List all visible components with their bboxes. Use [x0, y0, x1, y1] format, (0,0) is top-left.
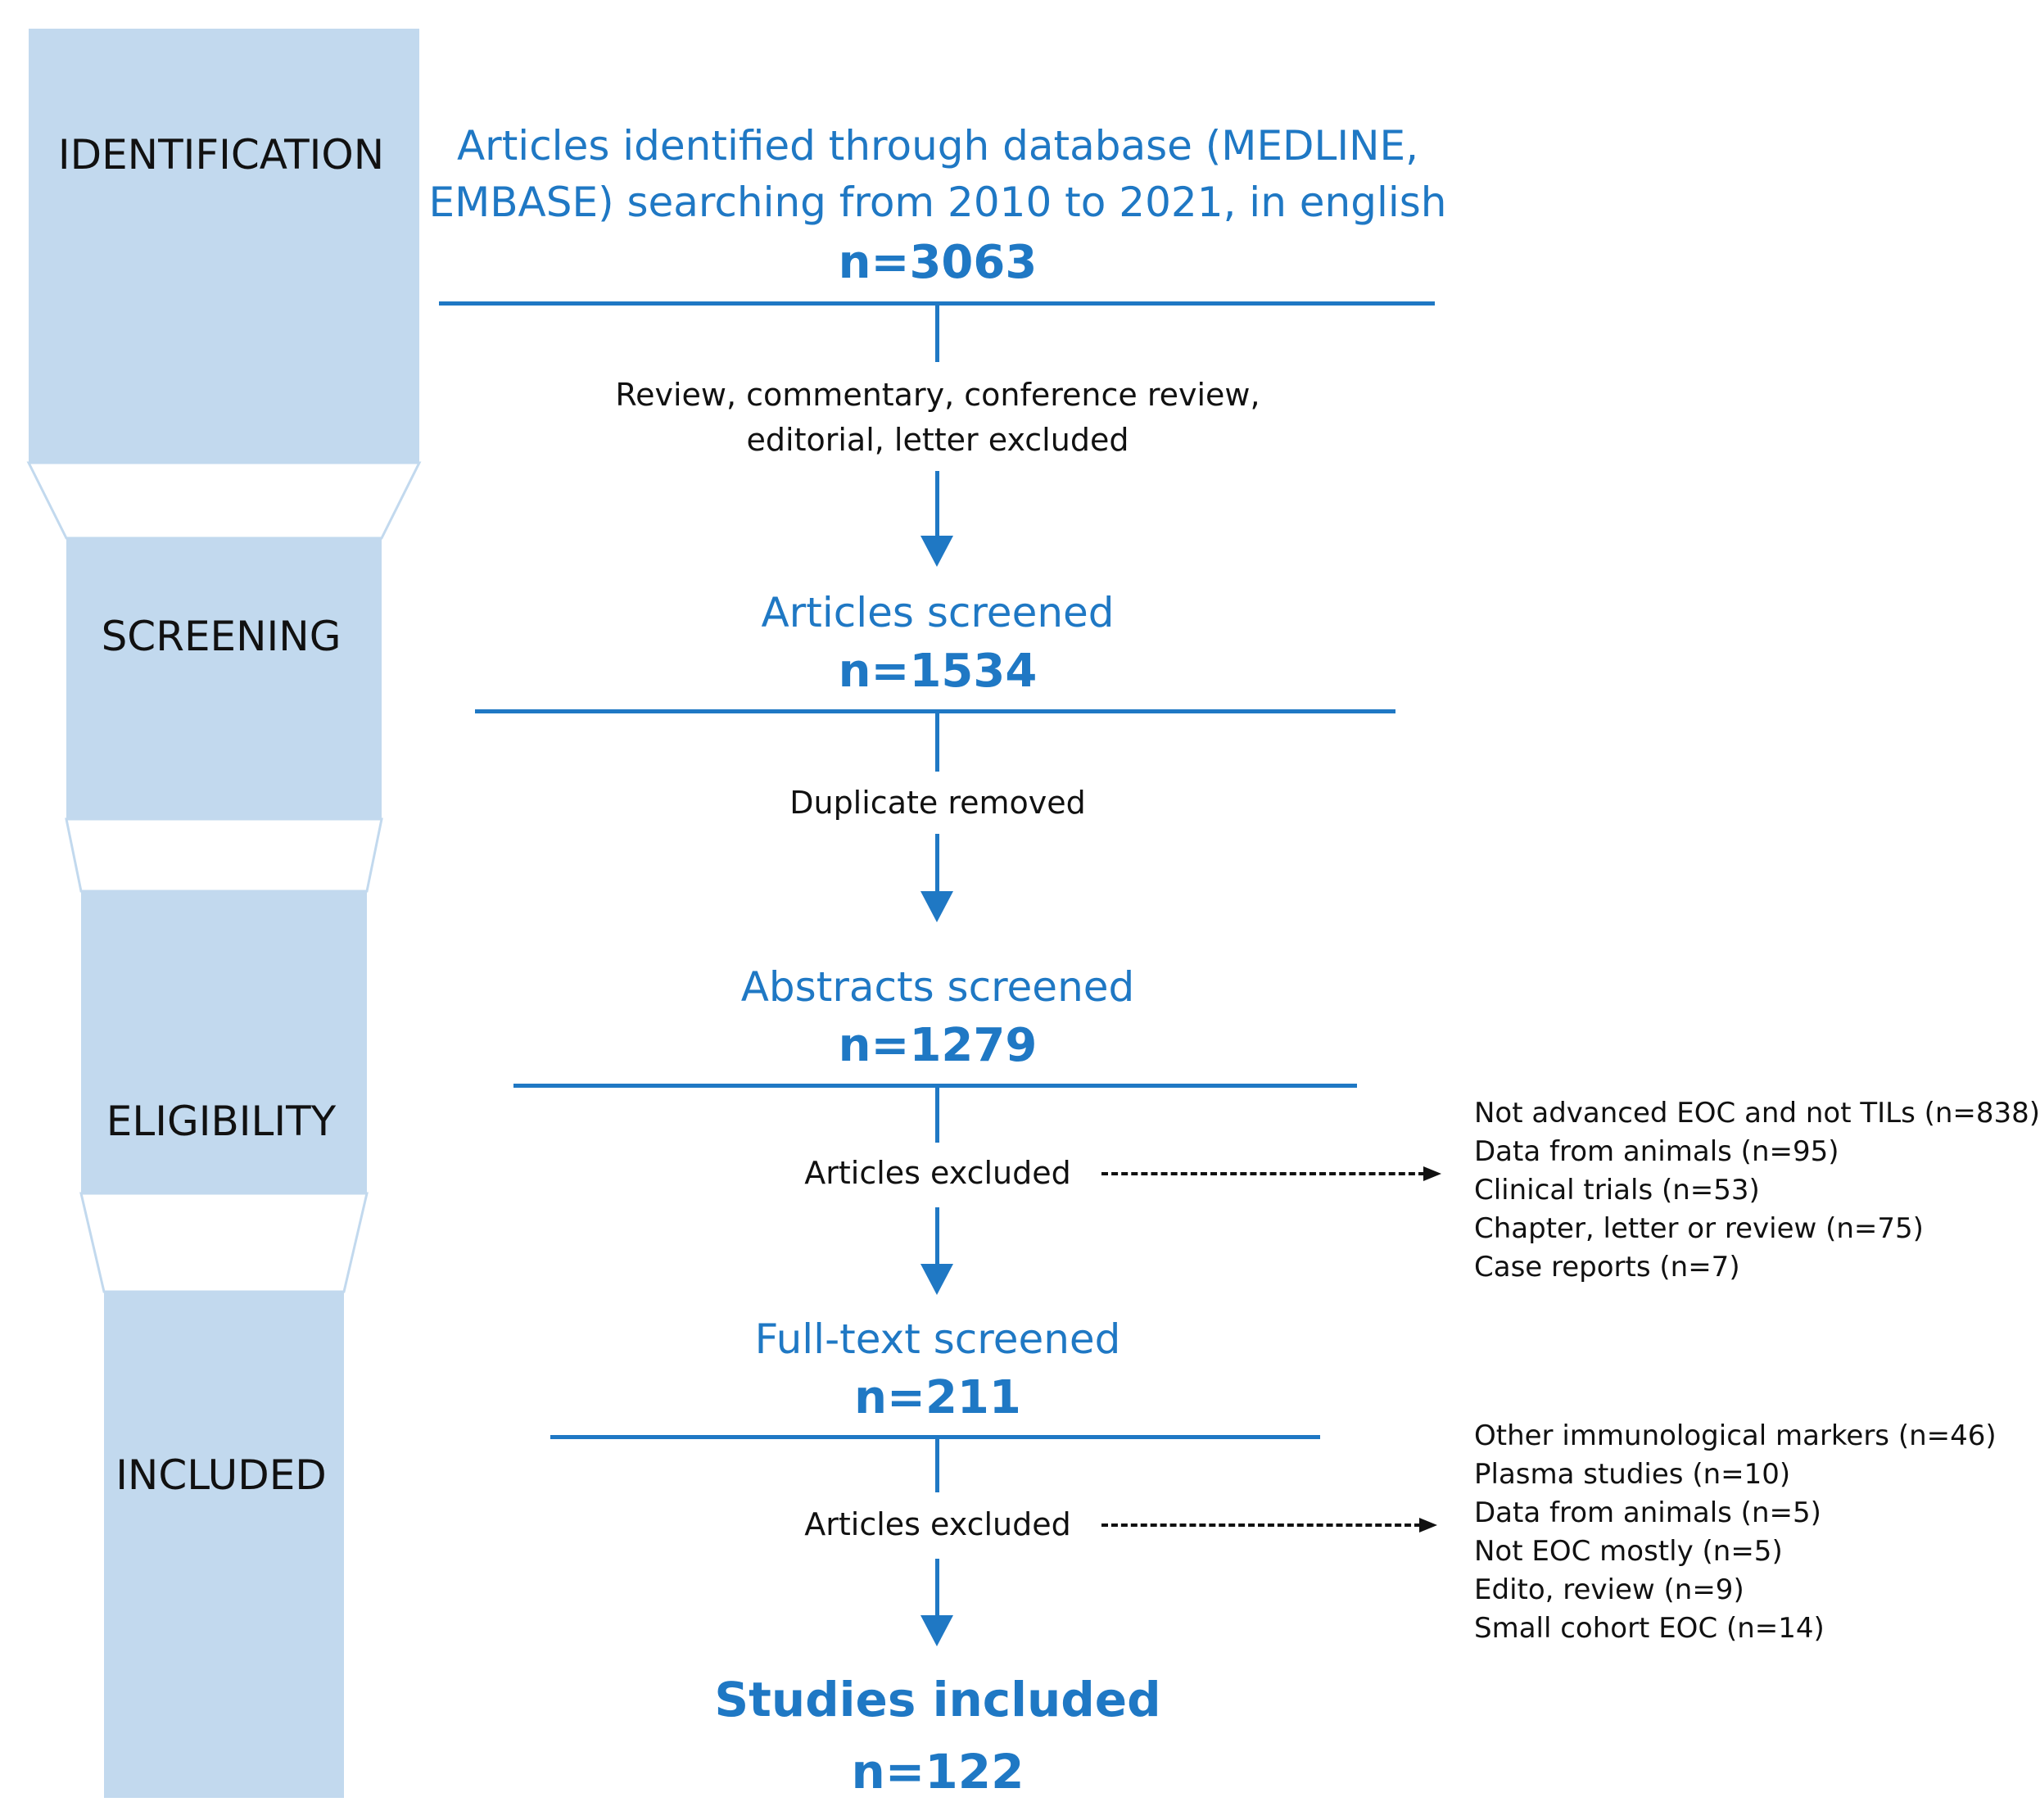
- connector-line-2a: [935, 713, 939, 772]
- reason-item: Case reports (n=7): [1474, 1251, 1740, 1284]
- dashed-arrowhead-3: [1423, 1166, 1441, 1181]
- articles-screened-count: n=1534: [838, 645, 1038, 698]
- arrowhead-2: [920, 891, 953, 922]
- reason-item: Chapter, letter or review (n=75): [1474, 1212, 1924, 1245]
- exclusion-note-1-line1: Review, commentary, conference review,: [607, 373, 1269, 417]
- connector-line-2b: [935, 834, 939, 893]
- exclusion-note-1-line2: editorial, letter excluded: [738, 418, 1138, 462]
- fulltext-screened-underline: [550, 1435, 1320, 1439]
- connector-line-1a: [935, 305, 939, 362]
- connector-line-4a: [935, 1438, 939, 1492]
- abstracts-screened-title: Abstracts screened: [740, 963, 1135, 1011]
- reason-item: Data from animals (n=5): [1474, 1496, 1821, 1529]
- studies-included-count: n=122: [851, 1744, 1025, 1800]
- stage-label-included: INCLUDED: [115, 1451, 327, 1499]
- exclusion-reasons-4: Other immunological markers (n=46) Plasm…: [1474, 1417, 1997, 1648]
- reason-item: Not advanced EOC and not TILs (n=838): [1474, 1097, 2040, 1130]
- reason-item: Not EOC mostly (n=5): [1474, 1535, 1783, 1568]
- stage-label-identification: IDENTIFICATION: [57, 131, 385, 179]
- fulltext-screened-title: Full-text screened: [754, 1315, 1121, 1363]
- exclusion-note-3-label: Articles excluded: [796, 1151, 1079, 1195]
- identified-title-line2: EMBASE) searching from 2010 to 2021, in …: [428, 179, 1447, 226]
- funnel-connector-3: [79, 1192, 369, 1293]
- connector-line-4b: [935, 1559, 939, 1616]
- exclusion-note-4: Articles excluded: [0, 1502, 1875, 1546]
- connector-line-3b: [935, 1207, 939, 1265]
- reason-item: Small cohort EOC (n=14): [1474, 1612, 1825, 1645]
- articles-screened-title: Articles screened: [761, 589, 1115, 636]
- arrowhead-1: [920, 536, 953, 567]
- exclusion-note-2: Duplicate removed: [0, 781, 1875, 825]
- stage-screening-box: [66, 538, 382, 819]
- reason-item: Edito, review (n=9): [1474, 1573, 1744, 1606]
- stage-label-screening: SCREENING: [101, 613, 342, 660]
- identified-title-line1: Articles identified through database (ME…: [456, 122, 1419, 170]
- reason-item: Clinical trials (n=53): [1474, 1174, 1760, 1207]
- funnel-connector-1: [26, 461, 422, 540]
- stage-eligibility-box: [81, 891, 367, 1193]
- exclusion-note-1b: editorial, letter excluded: [0, 418, 1875, 462]
- studies-included-title: Studies included: [714, 1672, 1161, 1727]
- exclusion-note-3: Articles excluded: [0, 1151, 1875, 1195]
- abstracts-screened-count: n=1279: [838, 1019, 1038, 1072]
- reason-item: Other immunological markers (n=46): [1474, 1419, 1997, 1452]
- dashed-arrow-4: [1101, 1523, 1421, 1527]
- connector-line-3a: [935, 1087, 939, 1143]
- exclusion-note-1: Review, commentary, conference review,: [0, 373, 1875, 417]
- stage-identification-box: [29, 29, 419, 463]
- dashed-arrowhead-4: [1419, 1518, 1437, 1533]
- exclusion-reasons-3: Not advanced EOC and not TILs (n=838) Da…: [1474, 1094, 2040, 1287]
- reason-item: Data from animals (n=95): [1474, 1135, 1839, 1168]
- identified-underline: [439, 301, 1435, 306]
- connector-line-1b: [935, 471, 939, 536]
- arrowhead-4: [920, 1615, 953, 1646]
- reason-item: Plasma studies (n=10): [1474, 1458, 1791, 1491]
- stage-included-box: [104, 1292, 344, 1798]
- articles-screened-underline: [475, 709, 1395, 713]
- fulltext-screened-count: n=211: [854, 1371, 1021, 1424]
- funnel-connector-2: [65, 817, 383, 893]
- dashed-arrow-3: [1101, 1172, 1425, 1175]
- exclusion-note-2-label: Duplicate removed: [781, 781, 1094, 825]
- abstracts-screened-underline: [513, 1084, 1357, 1088]
- stage-funnel: [26, 29, 422, 1798]
- exclusion-note-4-label: Articles excluded: [796, 1502, 1079, 1546]
- arrowhead-3: [920, 1264, 953, 1295]
- stage-label-eligibility: ELIGIBILITY: [106, 1098, 337, 1145]
- prisma-flow-diagram: IDENTIFICATION SCREENING ELIGIBILITY INC…: [0, 29, 2040, 1800]
- identified-count: n=3063: [838, 236, 1038, 289]
